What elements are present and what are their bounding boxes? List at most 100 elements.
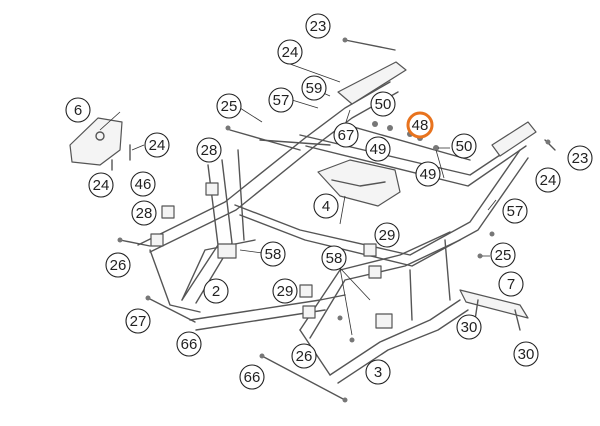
callout: 4	[313, 193, 339, 219]
callout: 49	[415, 161, 441, 187]
callout: 58	[321, 245, 347, 271]
callout-circle	[203, 278, 229, 304]
callout-circle	[333, 122, 359, 148]
callout-circle	[131, 200, 157, 226]
callout: 46	[130, 171, 156, 197]
leader-lines	[99, 63, 497, 336]
callout-label: 26	[296, 348, 313, 365]
callout-circle	[196, 137, 222, 163]
callout-label: 46	[135, 176, 152, 193]
callout-label: 30	[518, 346, 535, 363]
callout: 23	[305, 13, 331, 39]
callout: 30	[456, 314, 482, 340]
callout: 58	[260, 241, 286, 267]
callout-circle	[125, 308, 151, 334]
callout-label: 57	[273, 92, 290, 109]
callout: 25	[216, 93, 242, 119]
callout-circle	[144, 132, 170, 158]
callout-circle	[65, 97, 91, 123]
callout-circle	[490, 242, 516, 268]
callout-label: 50	[456, 138, 473, 155]
callout-label: 30	[461, 319, 478, 336]
frame-drawing	[69, 37, 556, 403]
callout-circle	[535, 167, 561, 193]
callout: 28	[196, 137, 222, 163]
callout: 27	[125, 308, 151, 334]
callout-circle	[272, 278, 298, 304]
callout-label: 66	[181, 336, 198, 353]
callout-circle	[456, 314, 482, 340]
callout: 57	[502, 198, 528, 224]
callout: 28	[131, 200, 157, 226]
callout-circle	[365, 136, 391, 162]
callout-circle	[260, 241, 286, 267]
callout-circle	[277, 39, 303, 65]
callout-label: 57	[507, 203, 524, 220]
callout-label: 67	[338, 127, 355, 144]
callout-label: 24	[282, 44, 299, 61]
callout-circle	[313, 193, 339, 219]
callout-label: 4	[322, 198, 330, 215]
callout-label: 49	[370, 141, 387, 158]
callout-label: 28	[136, 205, 153, 222]
callout-circle	[502, 198, 528, 224]
callout-label: 29	[277, 283, 294, 300]
callout: 24	[144, 132, 170, 158]
callout-label: 66	[244, 369, 261, 386]
callout-circle	[105, 252, 131, 278]
callout: 30	[513, 341, 539, 367]
callout-label: 27	[130, 313, 147, 330]
callout: 3	[365, 359, 391, 385]
callout: 29	[272, 278, 298, 304]
callout-label: 23	[310, 18, 327, 35]
callout-circle	[268, 87, 294, 113]
callout-label: 59	[306, 80, 323, 97]
callout-label: 24	[93, 177, 110, 194]
callout-label: 58	[326, 250, 343, 267]
callout: 2	[203, 278, 229, 304]
callout: 66	[239, 364, 265, 390]
callout-circle	[88, 172, 114, 198]
callout-circle	[567, 145, 593, 171]
callout: 6	[65, 97, 91, 123]
callout: 24	[88, 172, 114, 198]
callout: 26	[105, 252, 131, 278]
callout-label: 25	[495, 247, 512, 264]
callout-circle	[291, 343, 317, 369]
callout: 59	[301, 75, 327, 101]
callout-label: 6	[74, 102, 82, 119]
callout-circle	[321, 245, 347, 271]
callout-label: 2	[212, 283, 220, 300]
callout-label: 48	[412, 117, 429, 134]
callout-circle	[513, 341, 539, 367]
callout: 25	[490, 242, 516, 268]
callout: 29	[374, 222, 400, 248]
callout: 50	[370, 91, 396, 117]
callout: 24	[535, 167, 561, 193]
callout: 26	[291, 343, 317, 369]
callout-label: 49	[420, 166, 437, 183]
callout-circle	[451, 133, 477, 159]
callout-label: 26	[110, 257, 127, 274]
callout: 66	[176, 331, 202, 357]
callout-label: 3	[374, 364, 382, 381]
callout-circle	[239, 364, 265, 390]
callout-circle	[130, 171, 156, 197]
callout-label: 25	[221, 98, 238, 115]
callout-label: 50	[375, 96, 392, 113]
callout-circle	[301, 75, 327, 101]
callout-label: 24	[149, 137, 166, 154]
callout: 7	[498, 271, 524, 297]
callout-circle	[406, 111, 434, 139]
callout-circle	[216, 93, 242, 119]
callout: 67	[333, 122, 359, 148]
callout-highlighted: 48	[406, 111, 434, 139]
callout-circle	[365, 359, 391, 385]
callout-circle	[415, 161, 441, 187]
callout-label: 24	[540, 172, 557, 189]
callout-circle	[374, 222, 400, 248]
callout: 23	[567, 145, 593, 171]
callout: 49	[365, 136, 391, 162]
